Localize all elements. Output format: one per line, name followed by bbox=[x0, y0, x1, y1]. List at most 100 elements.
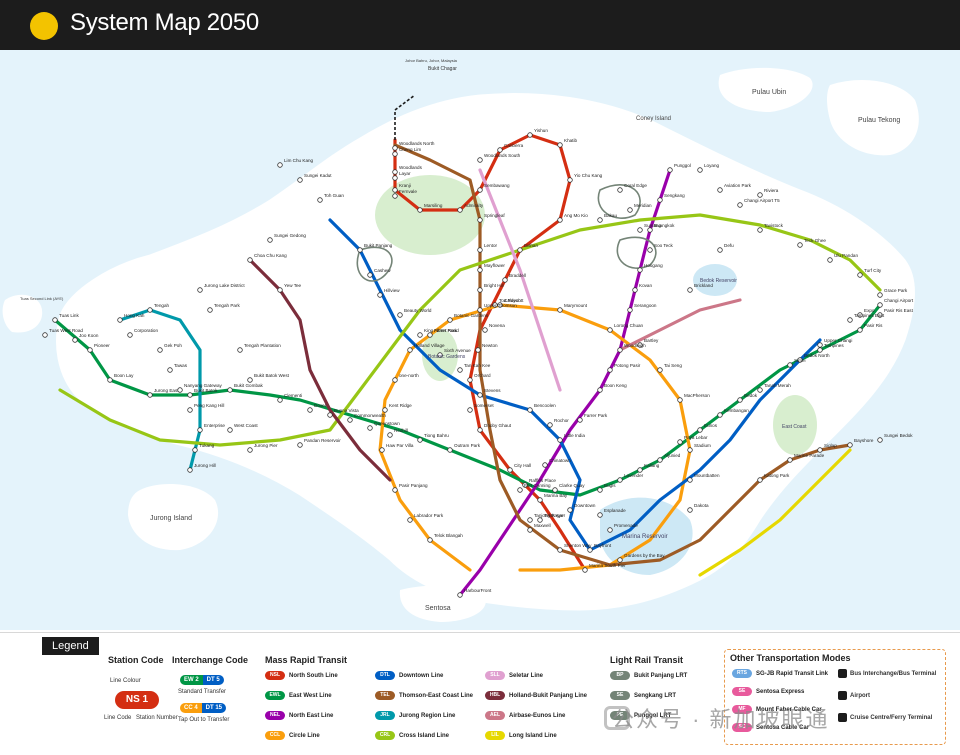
station-dot[interactable] bbox=[52, 317, 58, 323]
station-dot[interactable] bbox=[717, 247, 723, 253]
station-dot[interactable] bbox=[637, 342, 643, 348]
station-dot[interactable] bbox=[392, 175, 398, 181]
station-dot[interactable] bbox=[687, 507, 693, 513]
station-dot[interactable] bbox=[517, 247, 523, 253]
station-dot[interactable] bbox=[557, 547, 563, 553]
station-dot[interactable] bbox=[457, 207, 463, 213]
station-dot[interactable] bbox=[877, 292, 883, 298]
station-dot[interactable] bbox=[657, 457, 663, 463]
station-dot[interactable] bbox=[687, 447, 693, 453]
station-dot[interactable] bbox=[382, 407, 388, 413]
station-dot[interactable] bbox=[567, 507, 573, 513]
station-dot[interactable] bbox=[877, 302, 883, 308]
station-dot[interactable] bbox=[587, 547, 593, 553]
station-dot[interactable] bbox=[687, 287, 693, 293]
station-dot[interactable] bbox=[542, 462, 548, 468]
station-dot[interactable] bbox=[827, 257, 833, 263]
station-dot[interactable] bbox=[297, 442, 303, 448]
station-dot[interactable] bbox=[527, 517, 533, 523]
station-dot[interactable] bbox=[637, 267, 643, 273]
station-dot[interactable] bbox=[637, 227, 643, 233]
station-dot[interactable] bbox=[457, 367, 463, 373]
station-dot[interactable] bbox=[757, 192, 763, 198]
station-dot[interactable] bbox=[467, 377, 473, 383]
station-dot[interactable] bbox=[187, 467, 193, 473]
station-dot[interactable] bbox=[417, 332, 423, 338]
station-dot[interactable] bbox=[277, 287, 283, 293]
station-dot[interactable] bbox=[527, 527, 533, 533]
station-dot[interactable] bbox=[607, 527, 613, 533]
station-dot[interactable] bbox=[607, 367, 613, 373]
station-dot[interactable] bbox=[207, 307, 213, 313]
station-dot[interactable] bbox=[277, 162, 283, 168]
station-dot[interactable] bbox=[437, 352, 443, 358]
station-dot[interactable] bbox=[392, 145, 398, 151]
station-dot[interactable] bbox=[632, 287, 638, 293]
station-dot[interactable] bbox=[477, 217, 483, 223]
station-dot[interactable] bbox=[177, 387, 183, 393]
station-dot[interactable] bbox=[467, 407, 473, 413]
station-dot[interactable] bbox=[267, 237, 273, 243]
station-dot[interactable] bbox=[522, 482, 528, 488]
station-dot[interactable] bbox=[617, 347, 623, 353]
station-dot[interactable] bbox=[147, 307, 153, 313]
station-dot[interactable] bbox=[647, 247, 653, 253]
station-dot[interactable] bbox=[192, 447, 198, 453]
station-dot[interactable] bbox=[547, 422, 553, 428]
station-dot[interactable] bbox=[557, 142, 563, 148]
station-dot[interactable] bbox=[817, 342, 823, 348]
station-dot[interactable] bbox=[597, 217, 603, 223]
station-dot[interactable] bbox=[477, 157, 483, 163]
station-dot[interactable] bbox=[42, 332, 48, 338]
station-dot[interactable] bbox=[607, 327, 613, 333]
station-dot[interactable] bbox=[657, 197, 663, 203]
station-dot[interactable] bbox=[847, 442, 853, 448]
station-dot[interactable] bbox=[797, 357, 803, 363]
station-dot[interactable] bbox=[757, 477, 763, 483]
station-dot[interactable] bbox=[317, 197, 323, 203]
station-dot[interactable] bbox=[502, 277, 508, 283]
station-dot[interactable] bbox=[392, 487, 398, 493]
station-dot[interactable] bbox=[392, 187, 398, 193]
station-dot[interactable] bbox=[407, 517, 413, 523]
station-dot[interactable] bbox=[657, 367, 663, 373]
station-dot[interactable] bbox=[377, 292, 383, 298]
station-dot[interactable] bbox=[597, 387, 603, 393]
station-dot[interactable] bbox=[357, 247, 363, 253]
station-dot[interactable] bbox=[857, 312, 863, 318]
station-dot[interactable] bbox=[817, 347, 823, 353]
station-dot[interactable] bbox=[392, 151, 398, 157]
station-dot[interactable] bbox=[787, 362, 793, 368]
station-dot[interactable] bbox=[482, 327, 488, 333]
station-dot[interactable] bbox=[617, 187, 623, 193]
station-dot[interactable] bbox=[577, 417, 583, 423]
station-dot[interactable] bbox=[367, 425, 373, 431]
station-dot[interactable] bbox=[557, 437, 563, 443]
station-dot[interactable] bbox=[477, 247, 483, 253]
station-dot[interactable] bbox=[857, 327, 863, 333]
station-dot[interactable] bbox=[517, 487, 523, 493]
station-dot[interactable] bbox=[507, 467, 513, 473]
station-dot[interactable] bbox=[477, 287, 483, 293]
station-dot[interactable] bbox=[427, 332, 433, 338]
station-dot[interactable] bbox=[697, 427, 703, 433]
station-dot[interactable] bbox=[582, 567, 588, 573]
station-dot[interactable] bbox=[627, 207, 633, 213]
station-dot[interactable] bbox=[167, 367, 173, 373]
station-dot[interactable] bbox=[757, 387, 763, 393]
station-dot[interactable] bbox=[817, 447, 823, 453]
station-dot[interactable] bbox=[387, 432, 393, 438]
station-dot[interactable] bbox=[407, 347, 413, 353]
station-dot[interactable] bbox=[187, 407, 193, 413]
station-dot[interactable] bbox=[227, 427, 233, 433]
station-dot[interactable] bbox=[877, 437, 883, 443]
station-dot[interactable] bbox=[667, 167, 673, 173]
station-dot[interactable] bbox=[677, 397, 683, 403]
station-dot[interactable] bbox=[497, 147, 503, 153]
station-dot[interactable] bbox=[477, 392, 483, 398]
station-dot[interactable] bbox=[677, 439, 683, 445]
station-dot[interactable] bbox=[797, 242, 803, 248]
station-dot[interactable] bbox=[127, 332, 133, 338]
station-dot[interactable] bbox=[737, 202, 743, 208]
station-dot[interactable] bbox=[297, 177, 303, 183]
